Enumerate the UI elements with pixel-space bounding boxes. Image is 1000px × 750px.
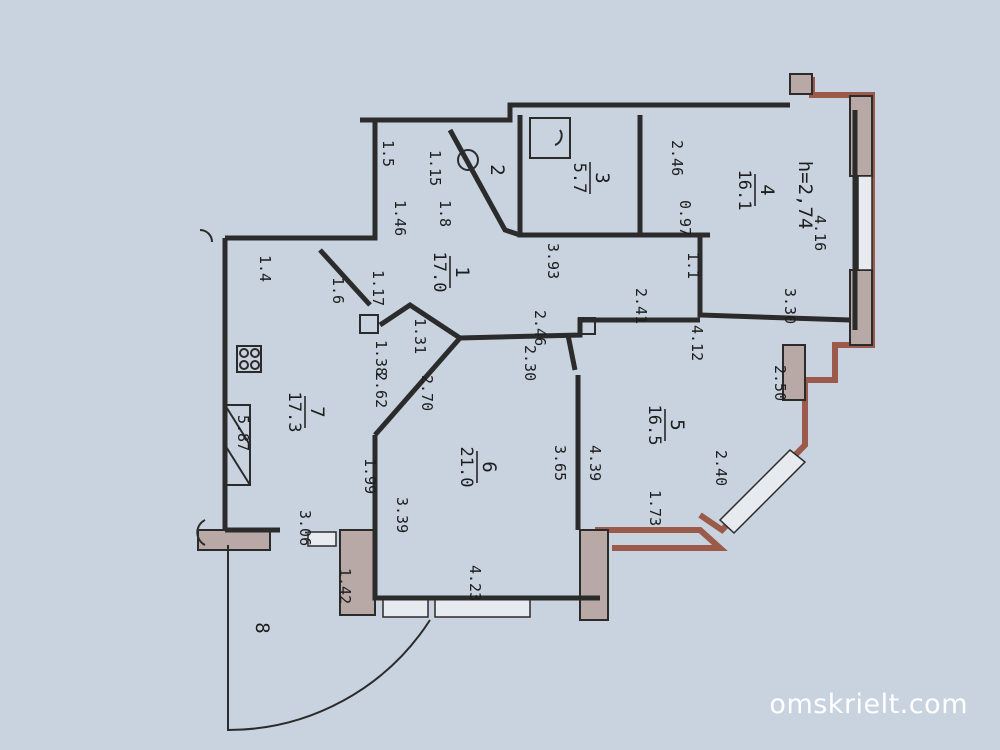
dim-label: 1.42 (336, 568, 354, 604)
dim-label: 4.23 (466, 565, 484, 601)
dim-label: 2.46 (531, 310, 549, 346)
dimension-labels: 1.5 1.15 1.8 2.46 0.97 1.46 1.4 1.6 1.17… (234, 140, 829, 604)
dim-label: 4.12 (688, 325, 706, 361)
svg-text:7: 7 (306, 406, 328, 417)
dim-label: 2.50 (771, 365, 789, 401)
dim-label: 2.41 (632, 288, 650, 324)
room-labels: 1 17.0 2 3 5.7 4 16.1 h=2,74 5 16.5 6 2 (251, 161, 816, 634)
dim-label: 2.30 (521, 345, 539, 381)
dim-label: 1.17 (369, 270, 387, 306)
room-3-label: 3 5.7 (569, 162, 613, 194)
dim-label: 1.46 (391, 200, 409, 236)
dim-label: 0.97 (676, 200, 694, 236)
room-5-label: 5 16.5 (644, 405, 688, 446)
dim-label: 2.70 (418, 375, 436, 411)
dim-label: 1.6 (329, 277, 347, 304)
dim-label: 2.46 (668, 140, 686, 176)
svg-text:16.1: 16.1 (734, 170, 754, 211)
svg-text:1: 1 (451, 266, 473, 277)
dim-label: 1.99 (361, 458, 379, 494)
dim-label: 3.06 (296, 510, 314, 546)
dim-label: 2.40 (712, 450, 730, 486)
dim-label: 1.5 (379, 140, 397, 167)
dim-label: 3.65 (551, 445, 569, 481)
room-8-label: 8 (251, 622, 273, 633)
dim-label: 3.30 (781, 288, 799, 324)
dim-label: 1.73 (646, 490, 664, 526)
dim-label: 5.87 (234, 415, 252, 451)
svg-text:4: 4 (756, 184, 778, 195)
dim-label: 1.8 (436, 200, 454, 227)
room-4-height: h=2,74 (794, 161, 816, 230)
room-7-label: 7 17.3 (284, 392, 328, 433)
room-4-label: 4 16.1 (734, 170, 778, 211)
dim-label: 2.62 (372, 372, 390, 408)
dim-label: 1.15 (426, 150, 444, 186)
room-2-label: 2 (486, 164, 508, 175)
interior-walls (222, 102, 858, 601)
dim-label: 4.16 (811, 215, 829, 251)
windows (307, 175, 873, 618)
svg-text:6: 6 (478, 461, 500, 472)
room-6-label: 6 21.0 (456, 447, 500, 488)
dim-label: 1.4 (256, 255, 274, 282)
dim-label: 1.38 (372, 340, 390, 376)
svg-text:2: 2 (486, 164, 508, 175)
fixtures (196, 117, 596, 732)
svg-text:5.7: 5.7 (569, 163, 589, 194)
svg-text:17.0: 17.0 (429, 252, 449, 293)
room-1-label: 1 17.0 (429, 252, 473, 293)
svg-text:h=2,74: h=2,74 (794, 161, 816, 230)
svg-text:8: 8 (251, 622, 273, 633)
dim-label: 3.93 (544, 243, 562, 279)
dim-label: 1.1 (684, 252, 702, 279)
dim-label: 4.39 (586, 445, 604, 481)
svg-text:5: 5 (666, 419, 688, 430)
dim-label: 3.39 (393, 497, 411, 533)
dim-label: 1.31 (411, 318, 429, 354)
svg-text:21.0: 21.0 (456, 447, 476, 488)
svg-text:16.5: 16.5 (644, 405, 664, 446)
watermark: omskrielt.com (769, 689, 968, 720)
svg-text:3: 3 (591, 172, 613, 183)
svg-text:17.3: 17.3 (284, 392, 304, 433)
